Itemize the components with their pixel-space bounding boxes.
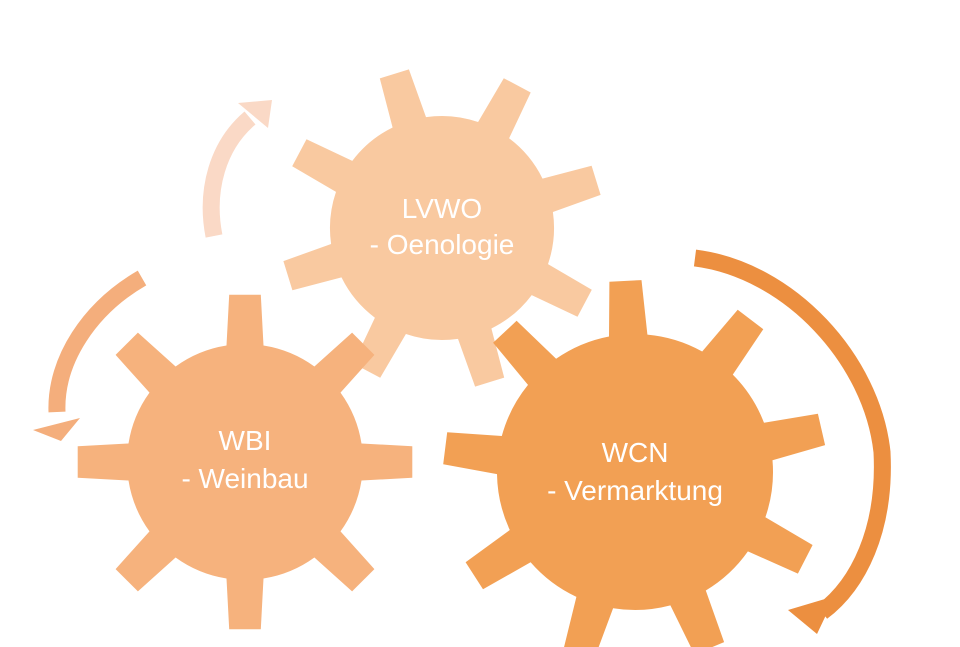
gear-wbi-title: WBI [219,425,272,456]
arrow-right-head [788,596,835,634]
gear-lvwo: LVWO - Oenologie [283,69,601,387]
gear-wcn-subtitle: - Vermarktung [547,475,723,506]
arrow-left-head [33,418,80,441]
gear-wcn-title: WCN [602,437,669,468]
gear-wbi-subtitle: - Weinbau [181,463,308,494]
gear-lvwo-title: LVWO [402,193,482,224]
arrow-top-left [202,111,256,238]
gear-lvwo-shape [283,69,601,387]
arrow-right [693,249,891,619]
gear-wbi: WBI - Weinbau [77,294,413,630]
gear-lvwo-subtitle: - Oenologie [370,229,515,260]
arrow-top-left-head [238,100,272,128]
arrow-left [48,270,147,413]
gear-wcn: WCN - Vermarktung [443,280,826,647]
gear-wcn-shape [443,280,826,647]
gear-wbi-shape [77,294,413,630]
